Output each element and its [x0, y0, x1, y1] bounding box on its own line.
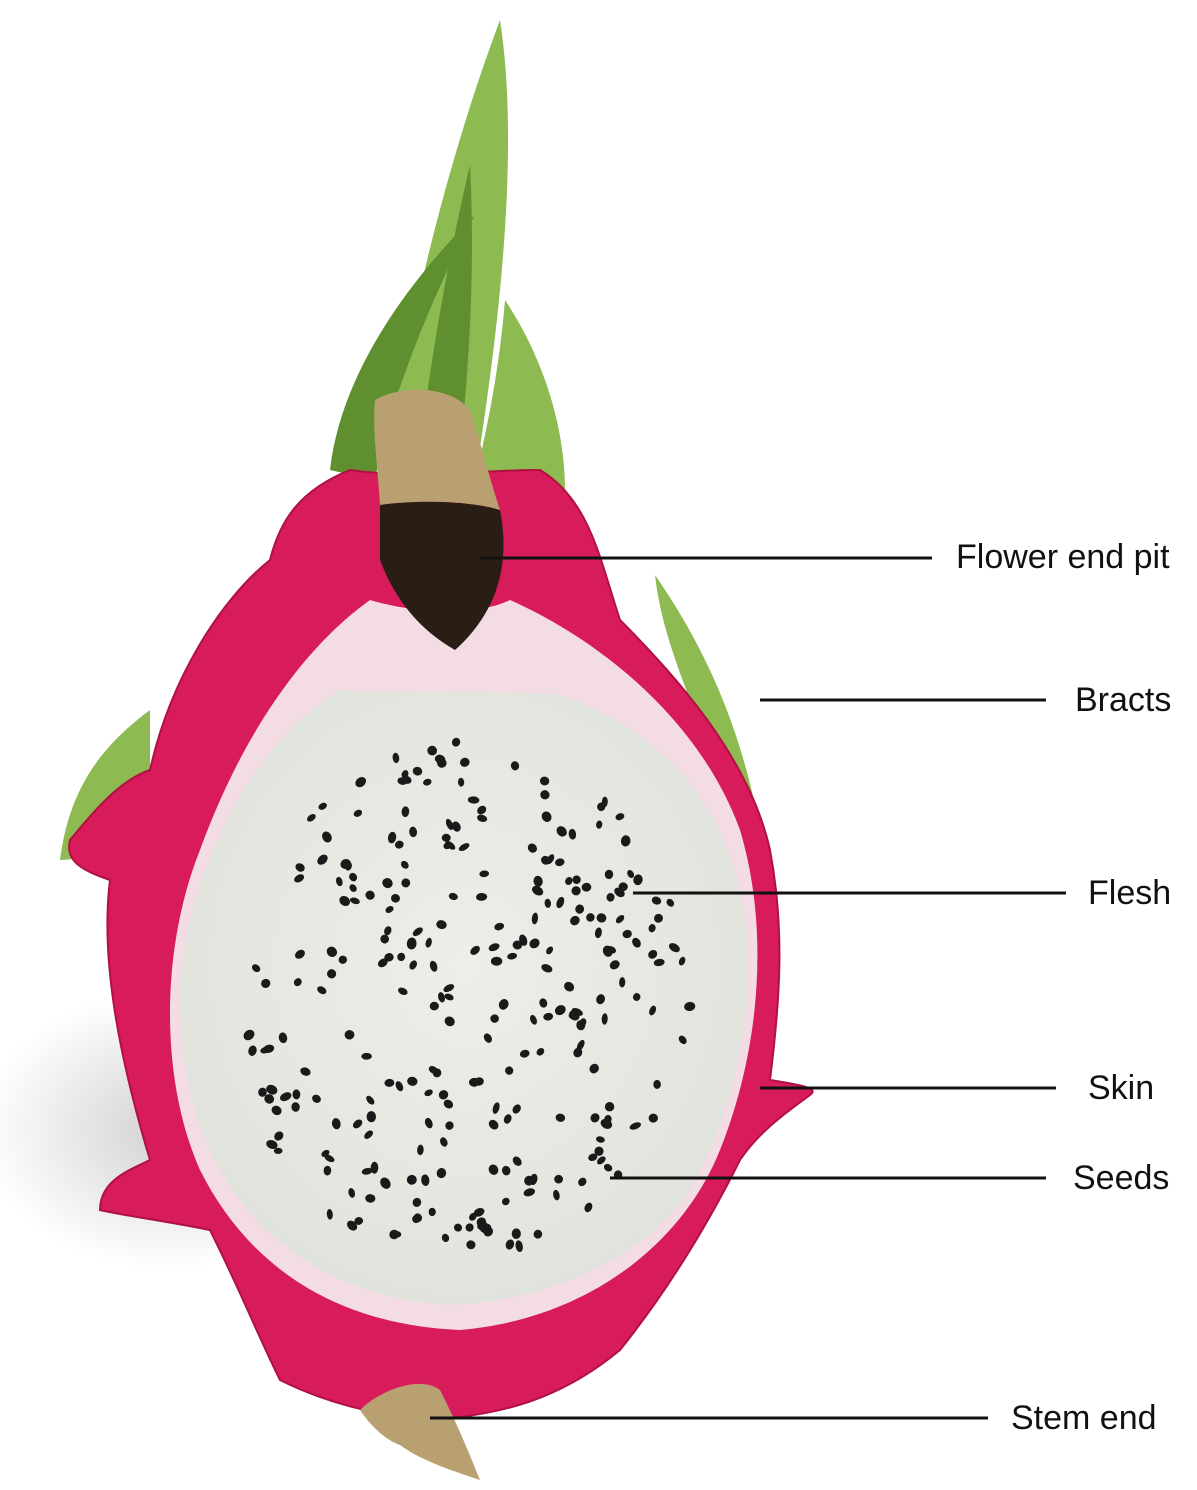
label-seeds: Seeds [1073, 1161, 1169, 1195]
label-flesh: Flesh [1088, 876, 1171, 910]
label-stem-end: Stem end [1011, 1401, 1157, 1435]
seed [367, 1111, 376, 1122]
label-flower-end-pit: Flower end pit [956, 540, 1170, 574]
label-skin: Skin [1088, 1071, 1154, 1105]
label-bracts: Bracts [1075, 683, 1171, 717]
seed [491, 957, 502, 966]
